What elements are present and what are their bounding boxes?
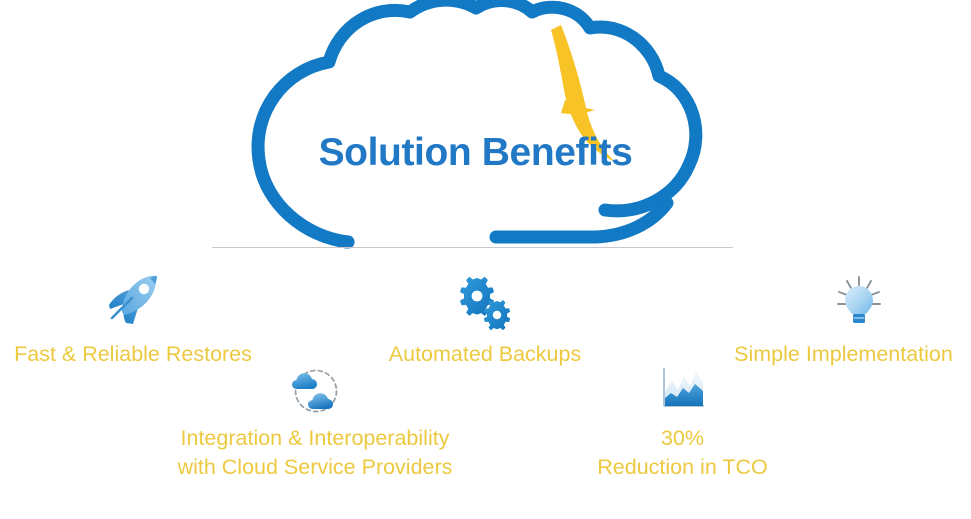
benefit-label-backups: Automated Backups xyxy=(388,342,582,366)
benefit-label-tco: 30% Reduction in TCO xyxy=(597,426,768,479)
benefit-label-integration: Integration & Interoperability with Clou… xyxy=(177,426,453,479)
cloud-sync-icon xyxy=(284,362,346,418)
header-divider xyxy=(212,247,733,248)
benefit-label-implementation: Simple Implementation xyxy=(734,342,953,366)
rocket-icon xyxy=(100,274,162,332)
lightbulb-icon xyxy=(830,274,888,332)
area-chart-icon xyxy=(656,362,710,414)
lightning-swoosh-icon xyxy=(551,25,615,162)
page-title: Solution Benefits xyxy=(318,131,633,174)
benefit-label-restores: Fast & Reliable Restores xyxy=(14,342,252,366)
gears-icon xyxy=(455,276,517,334)
cloud-outline-icon xyxy=(243,0,708,255)
